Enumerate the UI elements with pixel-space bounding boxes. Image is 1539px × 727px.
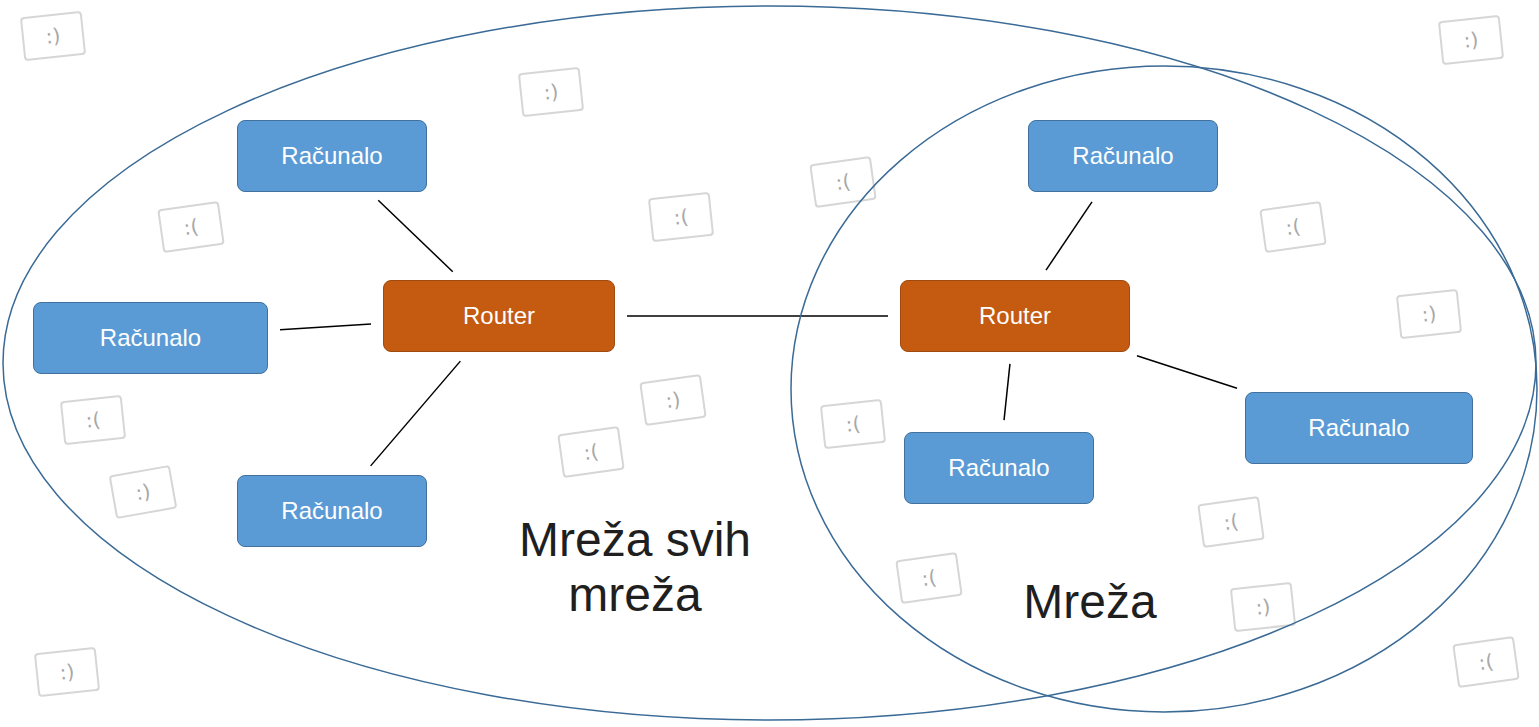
bubble-text: :( bbox=[834, 169, 852, 195]
bubble-text: :) bbox=[134, 479, 152, 505]
bubble-text: :( bbox=[582, 439, 600, 465]
bubble-text: :( bbox=[1222, 509, 1240, 535]
network-link bbox=[371, 361, 461, 466]
speech-bubble: :( bbox=[809, 156, 877, 208]
device-box: Router bbox=[383, 280, 615, 352]
speech-bubble: :( bbox=[557, 426, 625, 478]
device-box: Računalo bbox=[1245, 392, 1473, 464]
speech-bubble: :) bbox=[1438, 15, 1504, 65]
network-link bbox=[1004, 364, 1010, 420]
device-box: Računalo bbox=[904, 432, 1094, 504]
device-box: Računalo bbox=[33, 302, 268, 374]
device-box: Računalo bbox=[237, 120, 427, 192]
network-name: Mreža bbox=[1000, 574, 1180, 629]
device-name: Računalo bbox=[281, 498, 382, 524]
network-ellipse: MrežaRačunaloRouterRačunaloRačunalo bbox=[790, 65, 1538, 713]
speech-bubble: :) bbox=[639, 374, 707, 426]
speech-bubble: :( bbox=[895, 552, 963, 604]
device-name: Računalo bbox=[1072, 143, 1173, 169]
bubble-text: :( bbox=[85, 407, 102, 432]
bubble-text: :) bbox=[1421, 301, 1438, 326]
bubble-text: :( bbox=[673, 204, 690, 229]
network-link bbox=[378, 200, 453, 271]
network-ellipse: Mreža svih mrežaRačunaloRačunaloRouterRa… bbox=[2, 5, 1537, 721]
device-name: Računalo bbox=[281, 143, 382, 169]
device-box: Računalo bbox=[237, 475, 427, 547]
network-link bbox=[627, 315, 888, 317]
speech-bubble: :) bbox=[1396, 289, 1462, 339]
speech-bubble: :) bbox=[20, 11, 86, 61]
speech-bubble: :( bbox=[1259, 201, 1327, 253]
bubble-text: :) bbox=[45, 23, 62, 48]
network-label: Mreža svih mreža bbox=[490, 512, 780, 622]
ellipse-shape bbox=[3, 6, 1536, 720]
speech-bubble: :( bbox=[157, 201, 225, 253]
speech-bubble: :( bbox=[1197, 496, 1265, 548]
device-name: Računalo bbox=[1308, 415, 1409, 441]
bubble-text: :( bbox=[182, 214, 200, 240]
bubble-text: :) bbox=[1463, 27, 1480, 52]
speech-bubble: :) bbox=[518, 67, 584, 117]
bubble-text: :) bbox=[543, 79, 560, 104]
speech-bubble: :) bbox=[109, 465, 178, 519]
speech-bubble: :( bbox=[1452, 636, 1520, 688]
bubble-text: :) bbox=[664, 387, 682, 413]
speech-bubble: :( bbox=[60, 395, 126, 445]
bubble-text: :( bbox=[920, 565, 938, 591]
bubble-text: :) bbox=[59, 659, 76, 684]
network-link bbox=[280, 324, 371, 330]
network-label: Mreža bbox=[1000, 574, 1180, 629]
device-name: Računalo bbox=[948, 455, 1049, 481]
speech-bubble: :( bbox=[648, 192, 714, 242]
speech-bubble: :) bbox=[1230, 582, 1296, 632]
bubble-text: :( bbox=[1284, 214, 1302, 240]
bubble-text: :) bbox=[1255, 594, 1272, 619]
bubble-text: :( bbox=[845, 411, 862, 436]
network-link bbox=[1046, 202, 1092, 270]
bubble-text: :( bbox=[1477, 649, 1495, 675]
device-box: Računalo bbox=[1028, 120, 1218, 192]
device-name: Računalo bbox=[100, 325, 201, 351]
ellipse-shape bbox=[791, 66, 1537, 712]
network-name: Mreža svih mreža bbox=[490, 512, 780, 622]
speech-bubble: :) bbox=[34, 647, 100, 697]
device-name: Router bbox=[979, 303, 1051, 329]
device-name: Router bbox=[463, 303, 535, 329]
speech-bubble: :( bbox=[820, 399, 886, 449]
device-box: Router bbox=[900, 280, 1130, 352]
network-link bbox=[1137, 356, 1237, 389]
